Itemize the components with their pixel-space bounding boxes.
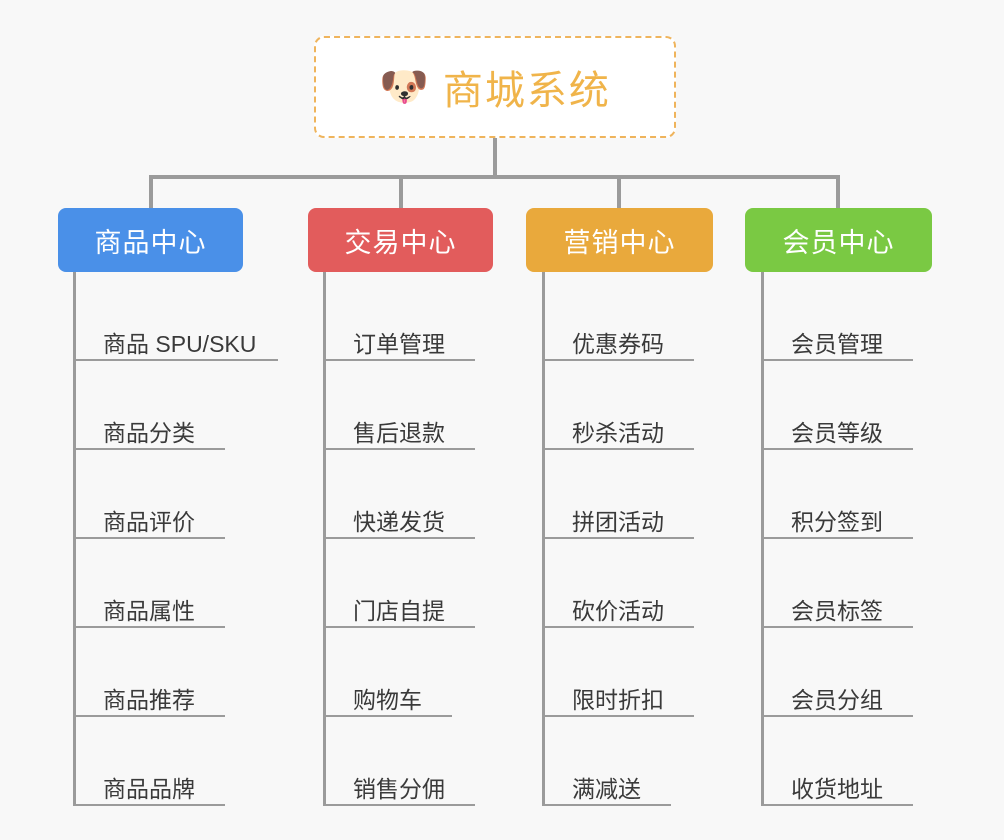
leaf-item-label: 快递发货 (353, 508, 445, 535)
leaf-item[interactable]: 购物车 (323, 628, 452, 717)
connector-drop-2 (399, 175, 403, 210)
leaf-item[interactable]: 订单管理 (323, 272, 475, 361)
leaf-item[interactable]: 会员等级 (761, 361, 913, 450)
column-trunk-line (73, 272, 76, 806)
leaf-item-label: 门店自提 (353, 597, 445, 624)
leaf-item[interactable]: 商品属性 (73, 539, 256, 628)
leaf-item-label: 积分签到 (791, 508, 883, 535)
leaf-item[interactable]: 限时折扣 (542, 628, 694, 717)
leaf-item[interactable]: 会员分组 (761, 628, 913, 717)
connector-stem (493, 138, 497, 178)
connector-drop-1 (149, 175, 153, 210)
leaf-item-underline (542, 359, 694, 361)
leaf-item-underline (73, 359, 278, 361)
shiba-dog-face-icon: 🐶 (379, 65, 429, 109)
leaf-item-label: 砍价活动 (572, 597, 664, 624)
leaf-item-underline (761, 715, 913, 717)
connector-drop-4 (836, 175, 840, 210)
leaf-item-underline (323, 626, 475, 628)
column-marketing-center: 优惠券码秒杀活动拼团活动砍价活动限时折扣满减送 (542, 272, 694, 806)
leaf-item[interactable]: 商品品牌 (73, 717, 256, 806)
leaf-item-underline (323, 448, 475, 450)
leaf-item-label: 订单管理 (353, 330, 445, 357)
leaf-item-underline (542, 804, 671, 806)
leaf-item[interactable]: 会员管理 (761, 272, 913, 361)
leaf-item-label: 购物车 (353, 686, 422, 713)
leaf-item-underline (73, 715, 225, 717)
root-node-shop-system[interactable]: 🐶 商城系统 (314, 36, 676, 138)
column-product-center: 商品 SPU/SKU 商品分类商品评价商品属性商品推荐商品品牌 (73, 272, 278, 806)
leaf-item-label: 销售分佣 (353, 775, 445, 802)
root-node-title: 商城系统 (442, 69, 611, 113)
leaf-item-underline (73, 448, 225, 450)
leaf-item[interactable]: 收货地址 (761, 717, 913, 806)
leaf-item-label: 商品推荐 (103, 686, 195, 713)
leaf-item[interactable]: 商品 SPU/SKU (73, 272, 278, 361)
leaf-item[interactable]: 商品分类 (73, 361, 256, 450)
leaf-item-label: 会员等级 (791, 419, 883, 446)
leaf-item-underline (761, 804, 913, 806)
leaf-item-label: 商品 SPU/SKU (103, 330, 257, 357)
leaf-item[interactable]: 商品评价 (73, 450, 256, 539)
category-header-member-center[interactable]: 会员中心 (745, 208, 932, 272)
leaf-item-label: 优惠券码 (572, 330, 664, 357)
connector-horizontal-bar (149, 175, 839, 179)
leaf-item-label: 会员管理 (791, 330, 883, 357)
leaf-item-label: 满减送 (572, 775, 641, 802)
leaf-item[interactable]: 满减送 (542, 717, 671, 806)
column-trunk-line (542, 272, 545, 806)
leaf-item-underline (542, 626, 694, 628)
leaf-item-label: 会员标签 (791, 597, 883, 624)
leaf-item-label: 售后退款 (353, 419, 445, 446)
leaf-item-label: 商品属性 (103, 597, 195, 624)
column-trunk-line (323, 272, 326, 806)
leaf-item-label: 商品分类 (103, 419, 195, 446)
leaf-item-label: 会员分组 (791, 686, 883, 713)
leaf-item-underline (73, 626, 225, 628)
leaf-item-label: 秒杀活动 (572, 419, 664, 446)
column-trunk-line (761, 272, 764, 806)
leaf-item[interactable]: 会员标签 (761, 539, 913, 628)
leaf-item[interactable]: 拼团活动 (542, 450, 694, 539)
category-header-label: 交易中心 (344, 227, 457, 258)
leaf-item[interactable]: 秒杀活动 (542, 361, 694, 450)
column-member-center: 会员管理会员等级积分签到会员标签会员分组收货地址 (761, 272, 913, 806)
leaf-item-underline (73, 804, 225, 806)
leaf-item-underline (761, 359, 913, 361)
leaf-item-underline (542, 537, 694, 539)
leaf-item-underline (323, 715, 452, 717)
leaf-item-label: 限时折扣 (572, 686, 664, 713)
leaf-item[interactable]: 快递发货 (323, 450, 475, 539)
leaf-item[interactable]: 门店自提 (323, 539, 475, 628)
leaf-item[interactable]: 销售分佣 (323, 717, 475, 806)
category-header-product-center[interactable]: 商品中心 (58, 208, 243, 272)
leaf-item-underline (73, 537, 225, 539)
leaf-item-underline (542, 448, 694, 450)
leaf-item-underline (761, 537, 913, 539)
leaf-item-underline (323, 804, 475, 806)
category-header-label: 会员中心 (782, 227, 895, 258)
leaf-item-underline (542, 715, 694, 717)
connector-drop-3 (617, 175, 621, 210)
leaf-item-underline (761, 448, 913, 450)
leaf-item-label: 收货地址 (791, 775, 883, 802)
category-header-marketing-center[interactable]: 营销中心 (526, 208, 713, 272)
category-header-label: 营销中心 (563, 227, 676, 258)
leaf-item-label: 拼团活动 (572, 508, 664, 535)
leaf-item-underline (323, 537, 475, 539)
leaf-item[interactable]: 商品推荐 (73, 628, 256, 717)
leaf-item[interactable]: 售后退款 (323, 361, 475, 450)
leaf-item-underline (323, 359, 475, 361)
leaf-item[interactable]: 优惠券码 (542, 272, 694, 361)
leaf-item-label: 商品品牌 (103, 775, 195, 802)
column-trade-center: 订单管理售后退款快递发货门店自提购物车销售分佣 (323, 272, 475, 806)
category-header-label: 商品中心 (94, 227, 207, 258)
leaf-item[interactable]: 积分签到 (761, 450, 913, 539)
leaf-item-underline (761, 626, 913, 628)
leaf-item[interactable]: 砍价活动 (542, 539, 694, 628)
category-header-trade-center[interactable]: 交易中心 (308, 208, 493, 272)
leaf-item-label: 商品评价 (103, 508, 195, 535)
